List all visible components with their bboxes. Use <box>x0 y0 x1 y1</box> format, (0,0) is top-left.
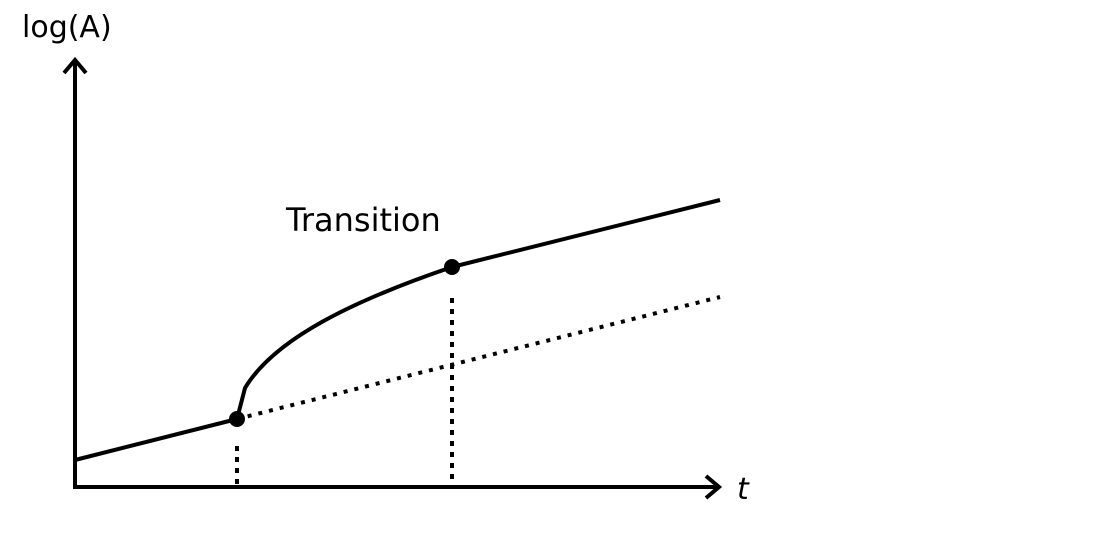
y-axis-arrowhead <box>62 56 88 75</box>
transition-start-point <box>229 411 245 427</box>
growth-curve <box>74 198 721 462</box>
transition-end-point <box>444 259 460 275</box>
x-axis-arrowhead <box>704 474 723 500</box>
dotted-extrapolation-line <box>236 295 721 421</box>
transition-label: Transition <box>285 201 441 239</box>
x-axis-label: t <box>737 472 750 507</box>
y-axis-label: log(A) <box>22 10 112 45</box>
